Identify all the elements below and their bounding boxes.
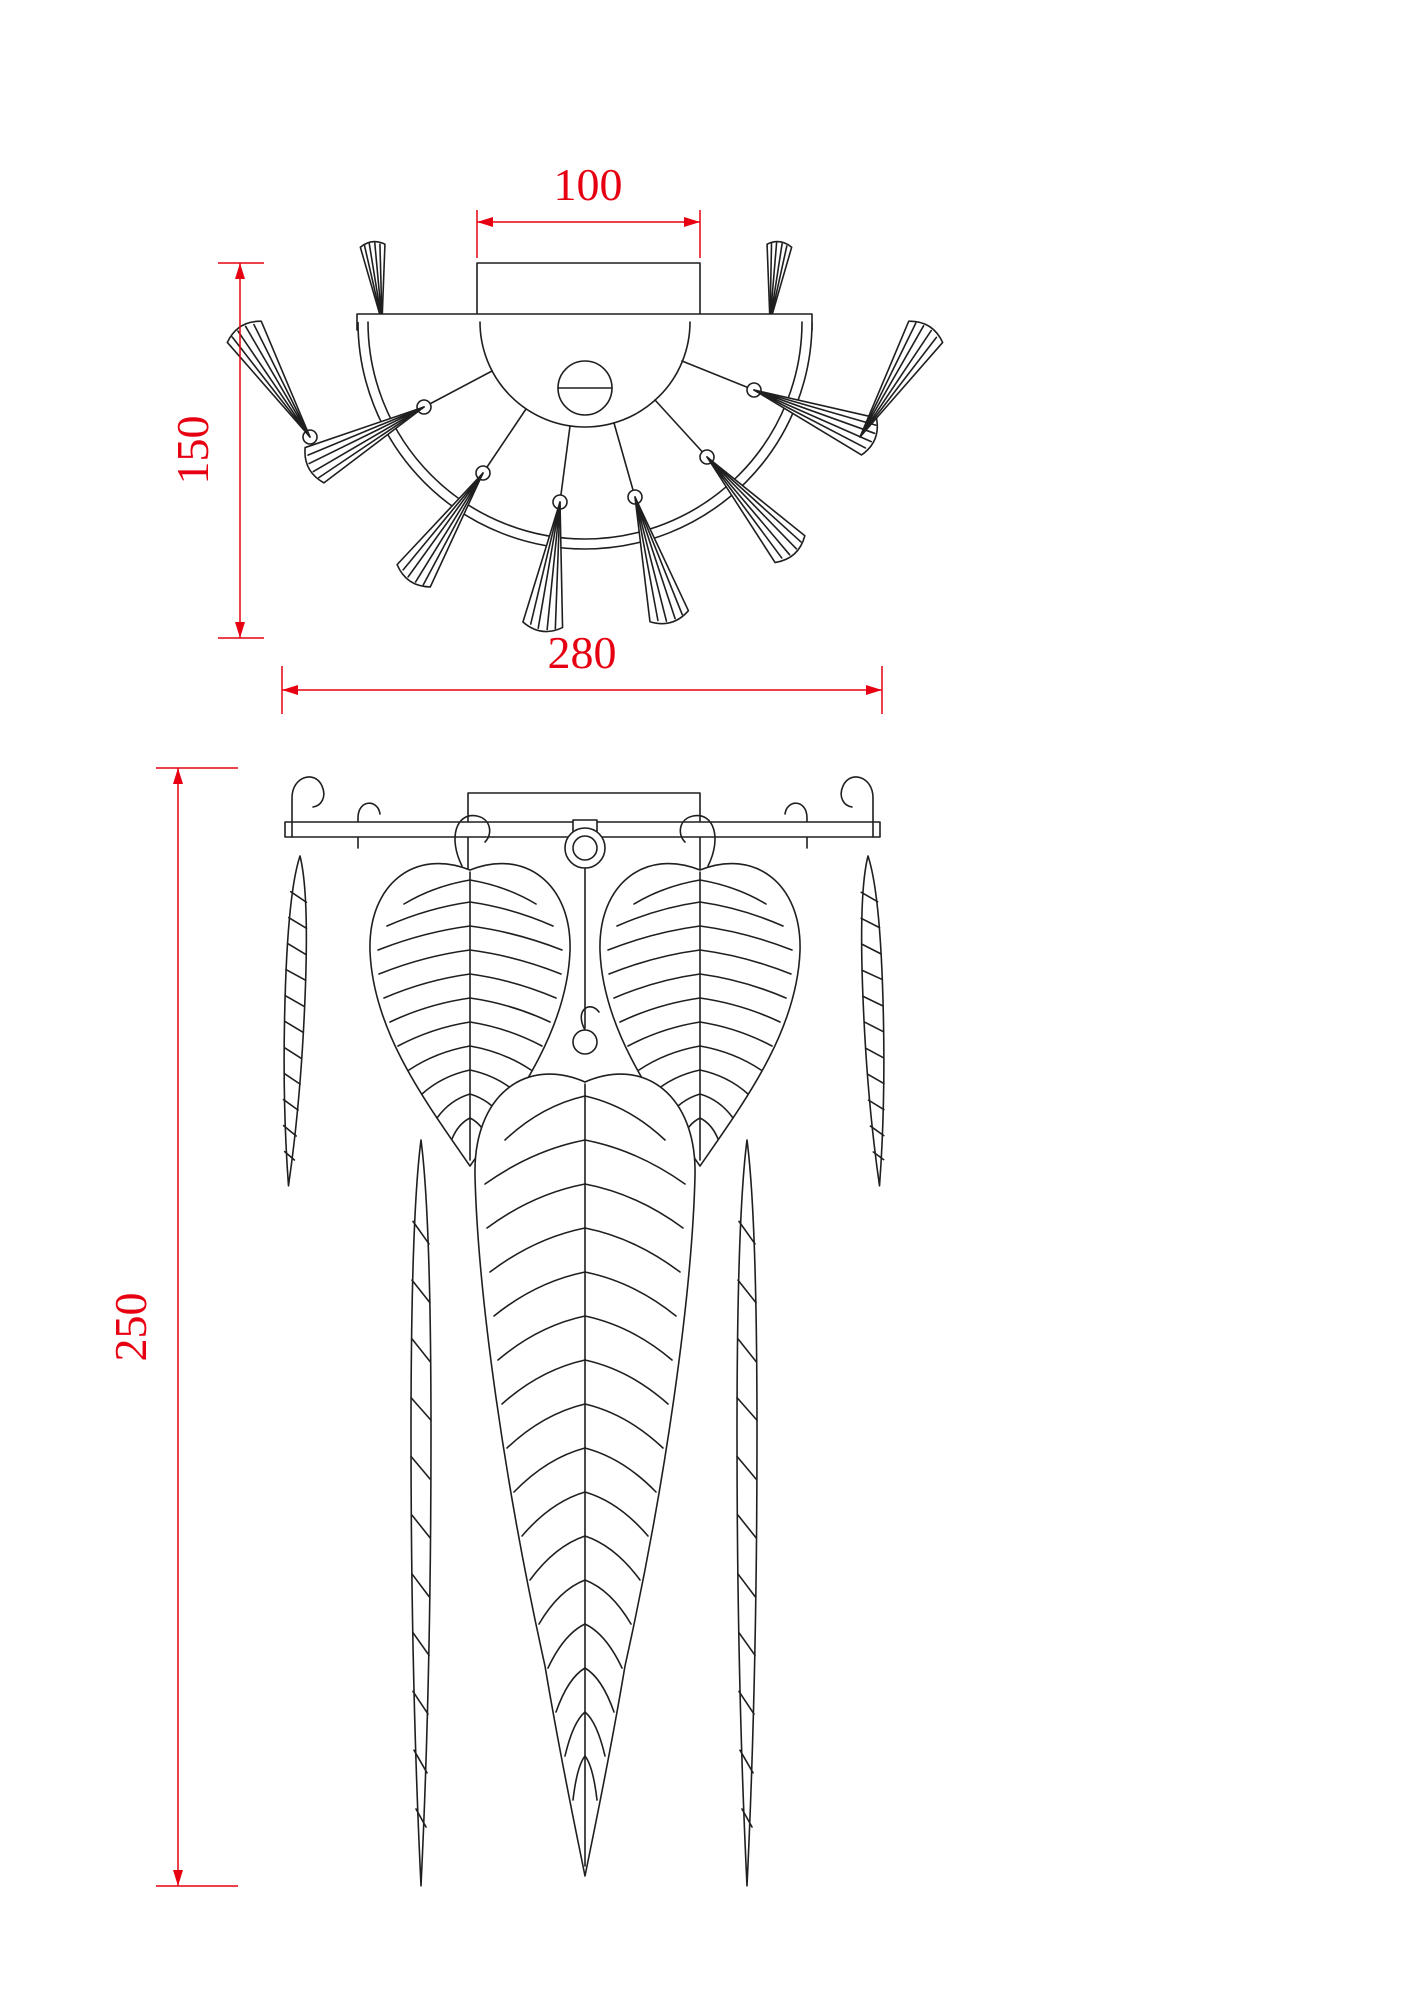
hanging-blade [277,854,311,1187]
dimension-label: 100 [554,159,623,210]
arrowhead [684,217,700,227]
leaf-stem-hook [679,814,716,867]
dimension-top-height: 150 [167,262,264,639]
dimension-label: 250 [105,1293,156,1362]
arrowhead [173,768,183,784]
glass-blade [359,239,395,325]
arrowhead [173,1870,183,1886]
arrowhead [866,685,882,695]
frame-spokes [423,360,755,503]
extension-line [218,262,264,639]
lamp-socket-front [564,827,606,869]
glass-leaf-center [475,1074,695,1876]
extension-line [156,767,238,1887]
inner-shade [479,321,691,428]
hanging-blade [857,854,891,1187]
hanging-hook [291,776,325,838]
hanging-hook [784,802,808,849]
dimension-plate-width: 100 [476,159,701,258]
hanging-hook [840,776,874,838]
hanging-blade-long [409,1138,433,1888]
dimension-front-width: 280 [281,627,883,714]
mounting-plate [476,262,701,317]
arrowhead [235,263,245,279]
leaf-stem-hook [454,814,491,867]
arrowhead [282,685,298,695]
front-view [277,776,891,1888]
hanging-hook [357,802,381,849]
center-leaf-curl [580,1006,600,1031]
center-leaf-pivot [572,1029,598,1055]
dimension-label: 150 [167,416,218,485]
arrowhead [235,622,245,638]
top-view [223,239,947,635]
dimension-label: 280 [548,627,617,678]
lamp-socket-front-inner [572,835,598,861]
dimension-front-height: 250 [105,767,238,1887]
arrowhead [477,217,493,227]
extension-line [476,210,701,258]
glass-blade [757,239,793,325]
hanging-blade-long [735,1138,759,1888]
